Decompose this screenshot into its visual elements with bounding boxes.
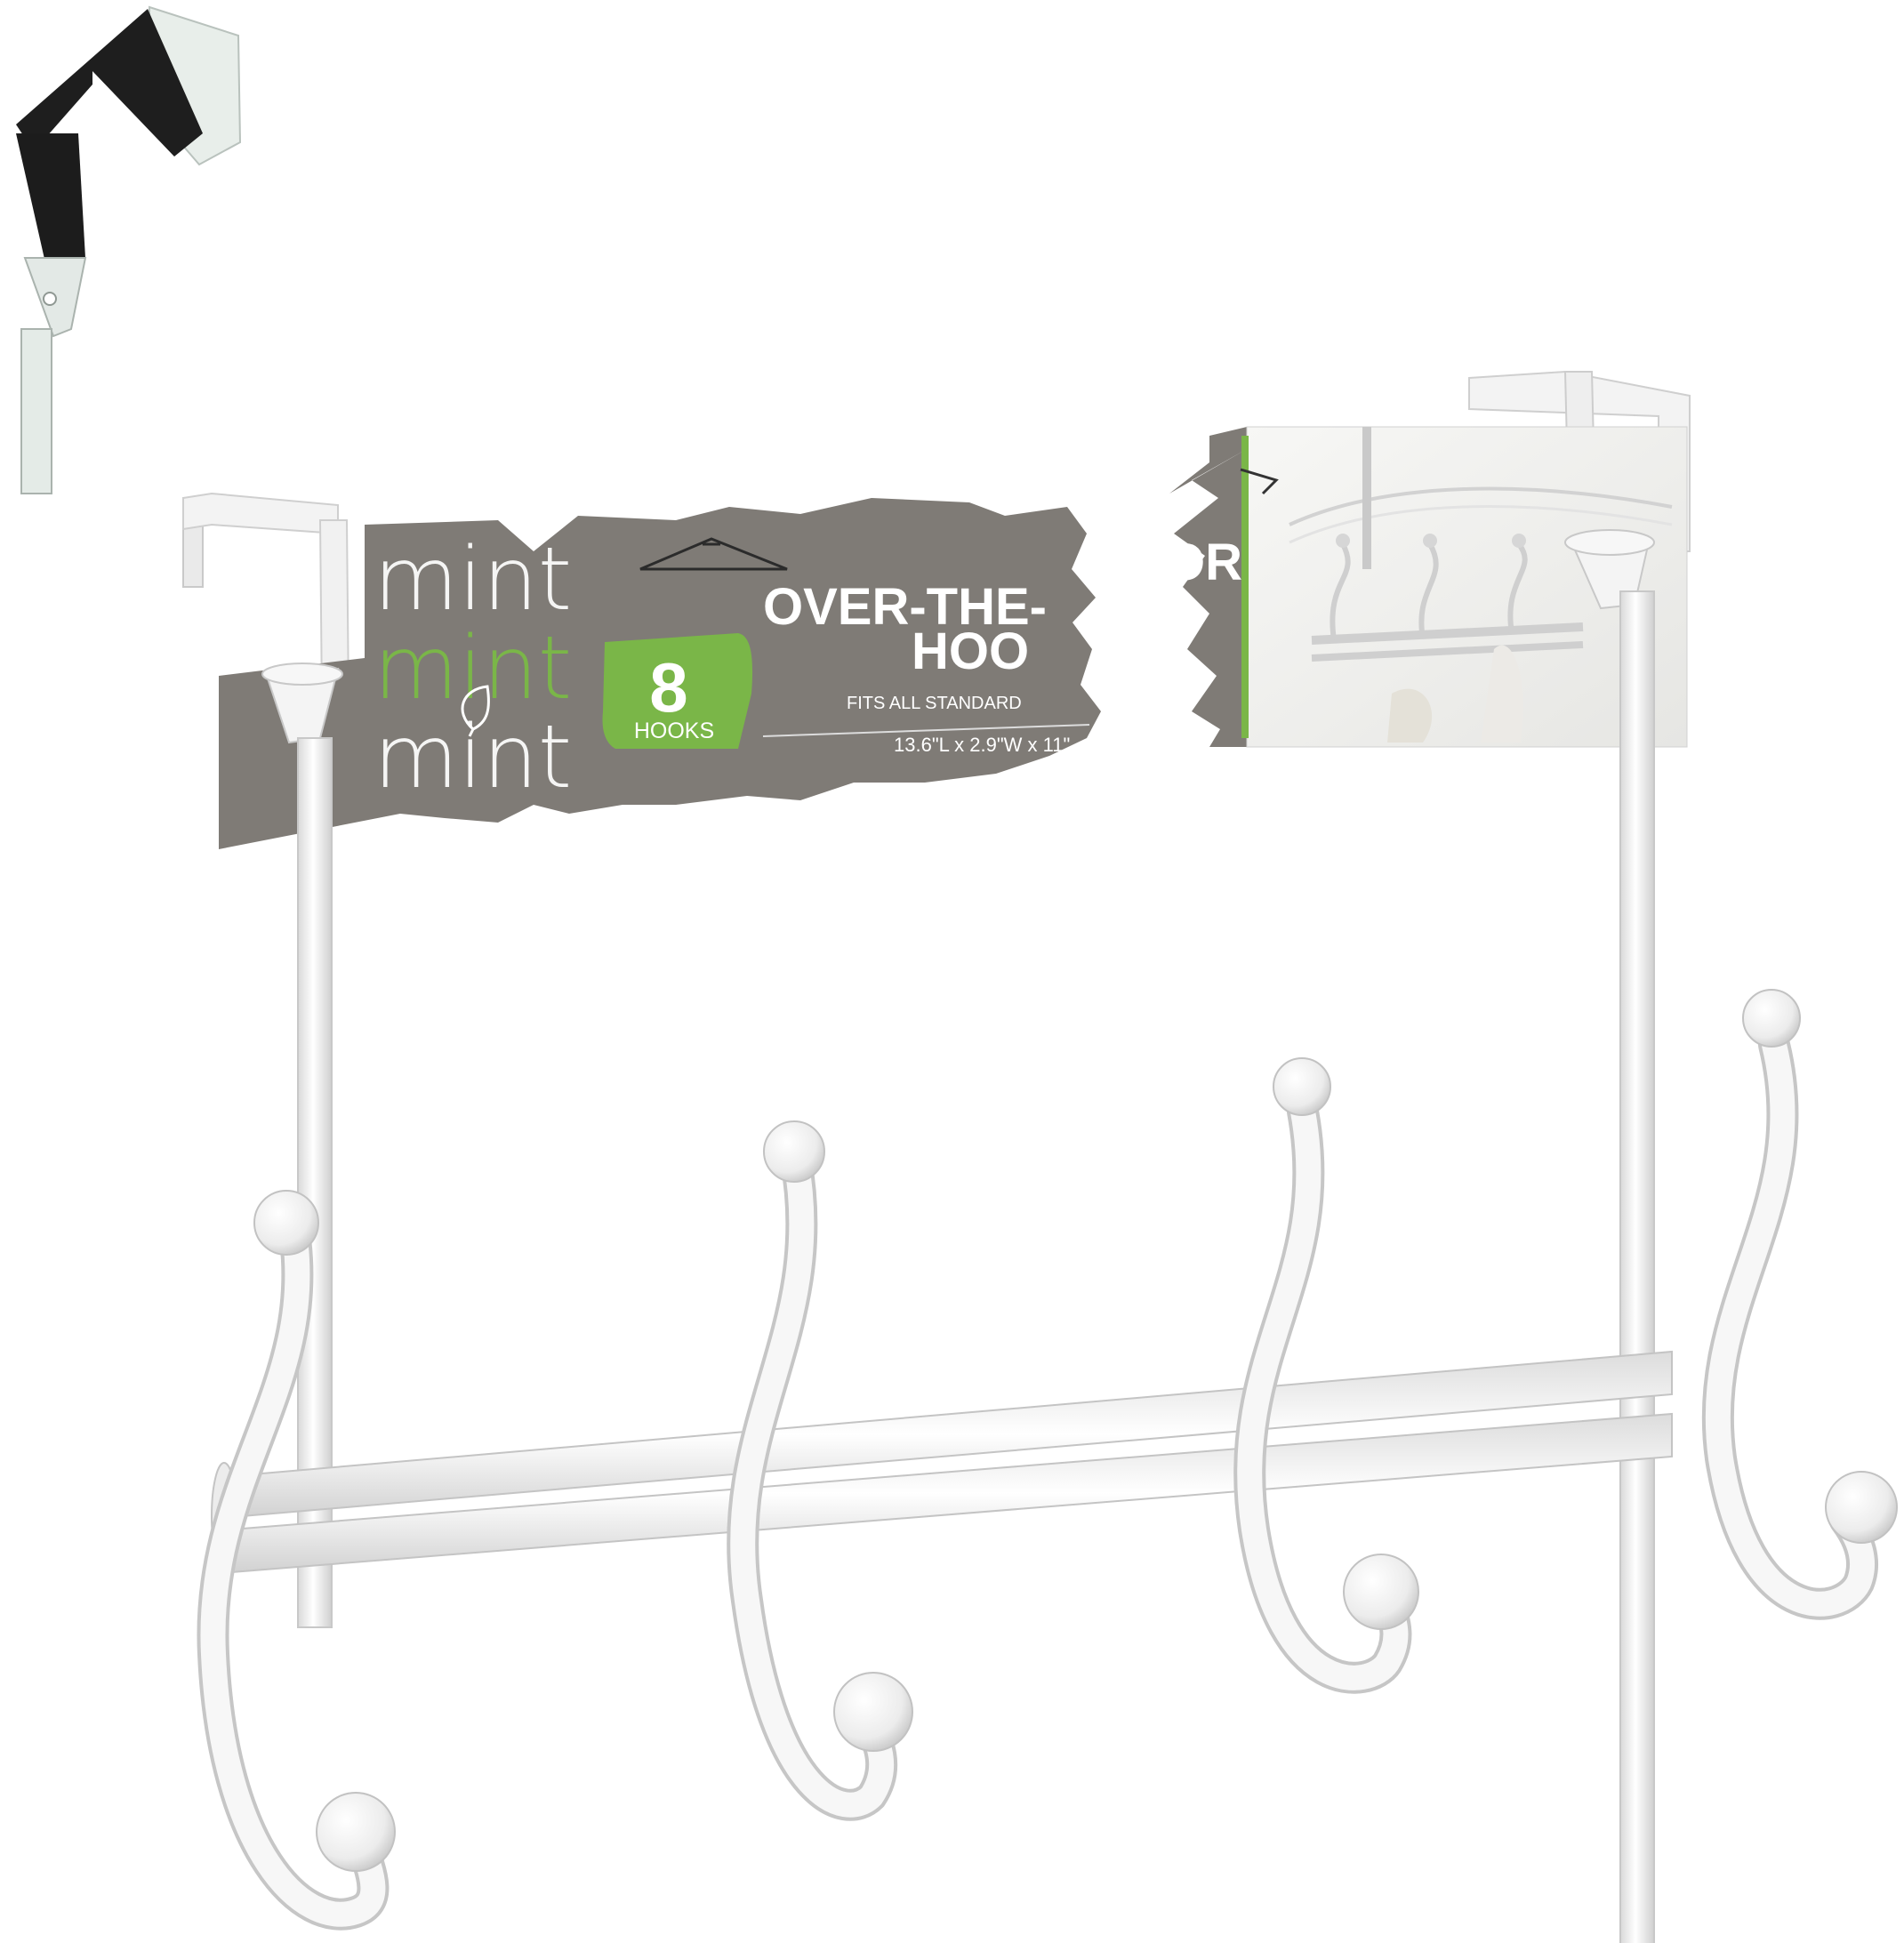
foam-strap-lower: [16, 133, 85, 267]
foam-strap: [16, 9, 203, 157]
brand-mint-line1: mint: [374, 529, 572, 630]
knob-hook-1-bottom: [316, 1792, 396, 1872]
right-vertical-rod: [1619, 590, 1655, 1943]
green-accent-strip: [1241, 436, 1249, 738]
bracket-rod: [20, 328, 52, 494]
knob-hook-4-top: [1742, 989, 1801, 1048]
knob-hook-1-top: [253, 1190, 319, 1256]
bracket-rivet: [43, 292, 57, 306]
count-number: 8: [649, 648, 687, 727]
hanger-hole: [639, 537, 788, 571]
hook-3: [1233, 1096, 1412, 1694]
bracket-closeup-inset: [16, 5, 242, 494]
knob-hook-3-bottom: [1343, 1554, 1419, 1630]
packaging-label: mint mint mint 8 HOOKS OVER-THE- OR HOO …: [219, 427, 1247, 849]
fit-text: FITS ALL STANDARD: [847, 694, 1022, 713]
hook-2: [727, 1144, 898, 1821]
hook-1: [197, 1211, 390, 1931]
title-line2: HOO: [912, 622, 1029, 680]
hook-4: [1701, 1029, 1878, 1620]
knob-hook-2-bottom: [833, 1672, 913, 1752]
count-unit: HOOKS: [634, 719, 714, 743]
leaf-icon: [461, 685, 490, 737]
knob-hook-4-bottom: [1825, 1471, 1898, 1544]
knob-hook-3-top: [1273, 1057, 1331, 1116]
brand-mint-line3: mint: [374, 707, 572, 808]
knob-hook-2-top: [763, 1120, 825, 1183]
brand-mint-line2: mint: [374, 618, 572, 719]
title-line1: OVER-THE-: [763, 578, 1047, 636]
hook-knobs: [253, 989, 1898, 1872]
dimensions-text: 13.6"L x 2.9"W x 11": [894, 734, 1070, 756]
count-badge: [602, 633, 753, 749]
title-line1-tail: OR: [1165, 534, 1242, 591]
label-panel-right-piece: [1169, 427, 1247, 747]
divider-line: [762, 724, 1090, 737]
